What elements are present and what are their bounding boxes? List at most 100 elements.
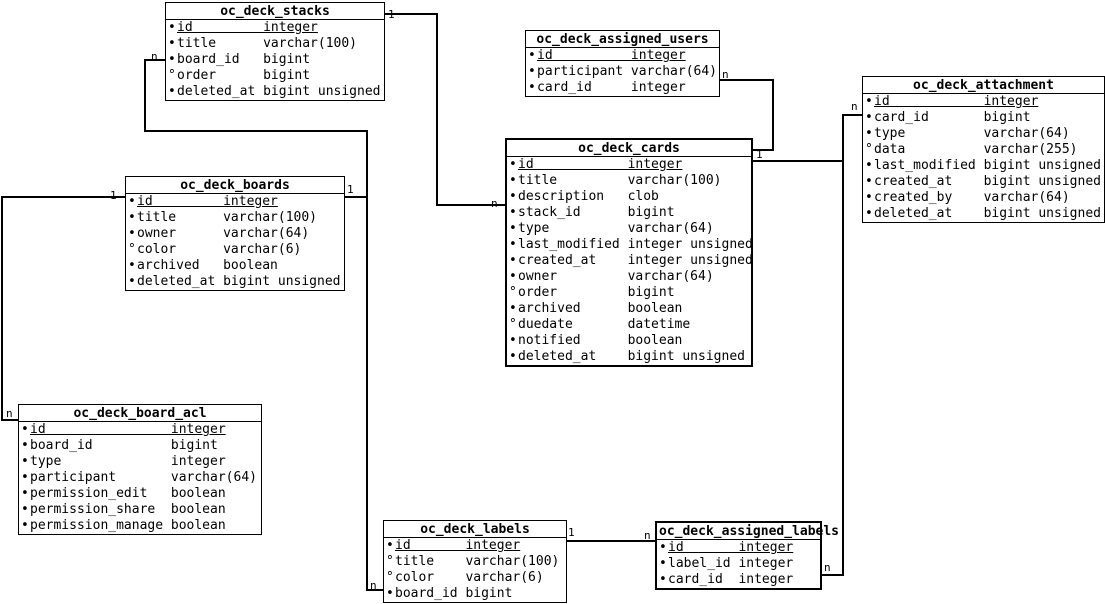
field-definition: created_by varchar(64) [874, 190, 1070, 205]
column-created_by: •created_by varchar(64) [863, 190, 1104, 206]
column-deleted_at: •deleted_at bigint unsigned [863, 206, 1104, 222]
cardinality-label: n [6, 407, 13, 420]
required-marker-icon: • [21, 438, 29, 453]
column-id: •id integer [384, 538, 566, 554]
required-marker-icon: • [659, 572, 667, 587]
required-marker-icon: • [509, 221, 517, 236]
column-board_id: •board_id bigint [384, 586, 566, 602]
nullable-marker-icon: ° [865, 142, 873, 157]
column-participant: •participant varchar(64) [526, 64, 719, 80]
nullable-marker-icon: ° [509, 285, 517, 300]
column-owner: •owner varchar(64) [507, 269, 751, 285]
column-stack_id: •stack_id bigint [507, 205, 751, 221]
column-label_id: •label_id integer [657, 556, 820, 572]
column-id: •id integer [507, 157, 751, 173]
connector-cards-assigned-labels [822, 161, 844, 576]
required-marker-icon: • [128, 274, 136, 289]
field-definition: type varchar(64) [874, 126, 1070, 141]
column-order: °order bigint [507, 285, 751, 301]
primary-key-field: id integer [137, 194, 278, 209]
field-definition: archived boolean [518, 301, 683, 316]
column-notified: •notified boolean [507, 333, 751, 349]
table-oc_deck_boards: oc_deck_boards•id integer•title varchar(… [125, 176, 345, 291]
connector-cards-attachment [753, 114, 862, 162]
column-color: °color varchar(6) [384, 570, 566, 586]
column-board_id: •board_id bigint [166, 52, 384, 68]
field-definition: order bigint [518, 285, 675, 300]
table-title-oc_deck_board_acl: oc_deck_board_acl [19, 405, 261, 422]
field-definition: duedate datetime [518, 317, 691, 332]
column-board_id: •board_id bigint [19, 438, 261, 454]
field-definition: deleted_at bigint unsigned [177, 84, 381, 99]
primary-key-field: id integer [177, 20, 318, 35]
required-marker-icon: • [865, 190, 873, 205]
column-description: •description clob [507, 189, 751, 205]
field-definition: order bigint [177, 68, 311, 83]
table-oc_deck_cards: oc_deck_cards•id integer•title varchar(1… [505, 138, 753, 367]
column-id: •id integer [657, 540, 820, 556]
required-marker-icon: • [386, 586, 394, 601]
column-title: •title varchar(100) [507, 173, 751, 189]
field-definition: stack_id bigint [518, 205, 675, 220]
field-definition: archived boolean [137, 258, 278, 273]
required-marker-icon: • [509, 189, 517, 204]
column-deleted_at: •deleted_at bigint unsigned [126, 274, 344, 290]
column-id: •id integer [526, 48, 719, 64]
field-definition: notified boolean [518, 333, 683, 348]
column-type: •type integer [19, 454, 261, 470]
field-definition: participant varchar(64) [30, 470, 257, 485]
required-marker-icon: • [865, 158, 873, 173]
column-title: •title varchar(100) [126, 210, 344, 226]
column-id: •id integer [19, 422, 261, 438]
field-definition: permission_edit boolean [30, 486, 226, 501]
field-definition: owner varchar(64) [518, 269, 714, 284]
required-marker-icon: • [509, 349, 517, 364]
table-oc_deck_assigned_labels: oc_deck_assigned_labels•id integer•label… [655, 521, 840, 590]
field-definition: owner varchar(64) [137, 226, 310, 241]
primary-key-field: id integer [537, 48, 686, 63]
column-card_id: •card_id bigint [863, 110, 1104, 126]
cardinality-label: 1 [388, 8, 395, 21]
cardinality-label: 1 [756, 148, 763, 161]
required-marker-icon: • [21, 486, 29, 501]
required-marker-icon: • [21, 454, 29, 469]
field-definition: title varchar(100) [137, 210, 318, 225]
required-marker-icon: • [21, 470, 29, 485]
field-definition: created_at bigint unsigned [874, 174, 1101, 189]
nullable-marker-icon: ° [386, 554, 394, 569]
required-marker-icon: • [659, 540, 667, 555]
required-marker-icon: • [865, 110, 873, 125]
cardinality-label: n [644, 529, 651, 542]
required-marker-icon: • [865, 206, 873, 221]
required-marker-icon: • [386, 538, 394, 553]
table-oc_deck_labels: oc_deck_labels•id integer°title varchar(… [383, 520, 567, 603]
required-marker-icon: • [128, 226, 136, 241]
cardinality-label: n [370, 579, 377, 592]
table-title-oc_deck_stacks: oc_deck_stacks [166, 3, 384, 20]
table-title-oc_deck_boards: oc_deck_boards [126, 177, 344, 194]
cardinality-label: n [491, 197, 498, 210]
nullable-marker-icon: ° [386, 570, 394, 585]
field-definition: type integer [30, 454, 226, 469]
table-title-oc_deck_assigned_labels: oc_deck_assigned_labels [657, 524, 840, 540]
table-title-oc_deck_cards: oc_deck_cards [507, 140, 751, 157]
field-definition: deleted_at bigint unsigned [137, 274, 341, 289]
field-definition: deleted_at bigint unsigned [874, 206, 1101, 221]
required-marker-icon: • [21, 422, 29, 437]
table-title-oc_deck_assigned_users: oc_deck_assigned_users [526, 31, 719, 48]
column-duedate: °duedate datetime [507, 317, 751, 333]
cardinality-label: 1 [110, 189, 117, 202]
required-marker-icon: • [168, 36, 176, 51]
primary-key-field: id integer [518, 157, 683, 172]
table-oc_deck_board_acl: oc_deck_board_acl•id integer•board_id bi… [18, 404, 262, 535]
required-marker-icon: • [509, 173, 517, 188]
field-definition: last_modified bigint unsigned [874, 158, 1101, 173]
primary-key-field: id integer [30, 422, 226, 437]
connector-stacks-cards [385, 13, 505, 206]
column-last_modified: •last_modified bigint unsigned [863, 158, 1104, 174]
column-data: °data varchar(255) [863, 142, 1104, 158]
cardinality-label: n [722, 68, 729, 81]
required-marker-icon: • [528, 48, 536, 63]
required-marker-icon: • [865, 94, 873, 109]
